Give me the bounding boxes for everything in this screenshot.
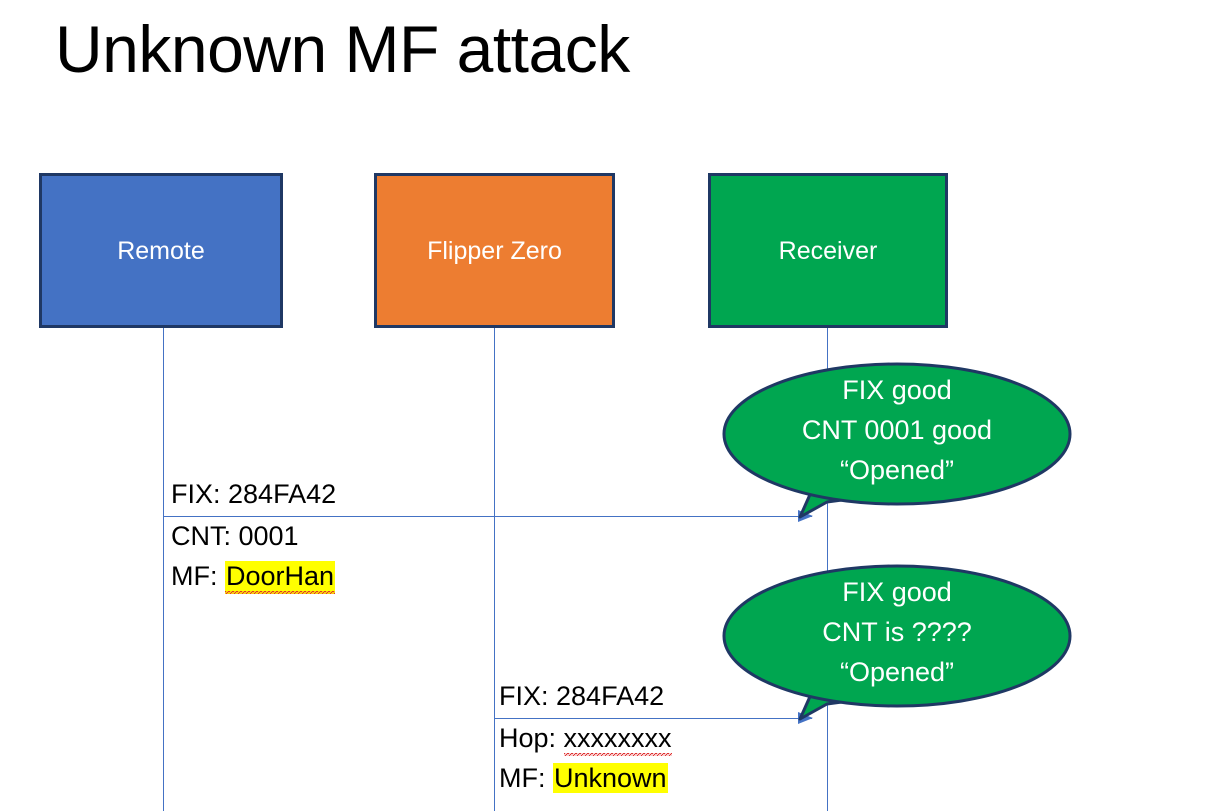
message-label-1: FIX: 284FA42 xyxy=(171,474,336,514)
message-2-line-2-value: xxxxxxxx xyxy=(563,723,672,756)
message-2-line-1-value: 284FA42 xyxy=(556,681,665,711)
message-2-line-1-label: FIX: xyxy=(499,681,557,711)
message-2-line-3: MF: Unknown xyxy=(499,758,672,798)
message-1-line-1: FIX: 284FA42 xyxy=(171,474,336,514)
lifeline-remote xyxy=(163,328,164,811)
lifeline-receiver xyxy=(827,328,828,811)
callout-bubble-shape-2 xyxy=(722,564,1072,721)
actor-label-receiver: Receiver xyxy=(778,236,878,265)
message-2-line-2-label: Hop: xyxy=(499,723,564,753)
message-1-line-3-value: DoorHan xyxy=(225,561,336,594)
actor-label-flipper: Flipper Zero xyxy=(427,236,562,265)
callout-receiver-response-2[interactable]: FIX good CNT is ???? “Opened” xyxy=(722,564,1072,726)
message-label-3: FIX: 284FA42 xyxy=(499,676,664,716)
message-1-line-2-value: 0001 xyxy=(238,521,299,551)
actor-box-receiver[interactable]: Receiver xyxy=(708,173,948,328)
message-1-line-2-label: CNT: xyxy=(171,521,239,551)
message-2-line-3-label: MF: xyxy=(499,763,553,793)
actor-box-flipper[interactable]: Flipper Zero xyxy=(374,173,615,328)
message-label-4: Hop: xxxxxxxx MF: Unknown xyxy=(499,718,672,798)
page-title: Unknown MF attack xyxy=(55,12,630,86)
message-1-line-3: MF: DoorHan xyxy=(171,556,336,596)
message-2-line-2: Hop: xxxxxxxx xyxy=(499,718,672,758)
message-1-line-1-value: 284FA42 xyxy=(228,479,337,509)
message-1-line-2: CNT: 0001 xyxy=(171,516,335,556)
message-label-2: CNT: 0001 MF: DoorHan xyxy=(171,516,336,596)
lifeline-flipper xyxy=(494,328,495,811)
actor-label-remote: Remote xyxy=(117,236,205,265)
message-1-line-1-label: FIX: xyxy=(171,479,229,509)
message-2-line-3-value: Unknown xyxy=(553,763,668,793)
message-1-line-3-label: MF: xyxy=(171,561,225,591)
callout-receiver-response-1[interactable]: FIX good CNT 0001 good “Opened” xyxy=(722,362,1072,524)
callout-ellipse-1 xyxy=(722,362,1072,506)
callout-bubble-shape-1 xyxy=(722,362,1072,519)
actor-box-remote[interactable]: Remote xyxy=(39,173,283,328)
message-2-line-1: FIX: 284FA42 xyxy=(499,676,664,716)
callout-ellipse-2 xyxy=(722,564,1072,708)
